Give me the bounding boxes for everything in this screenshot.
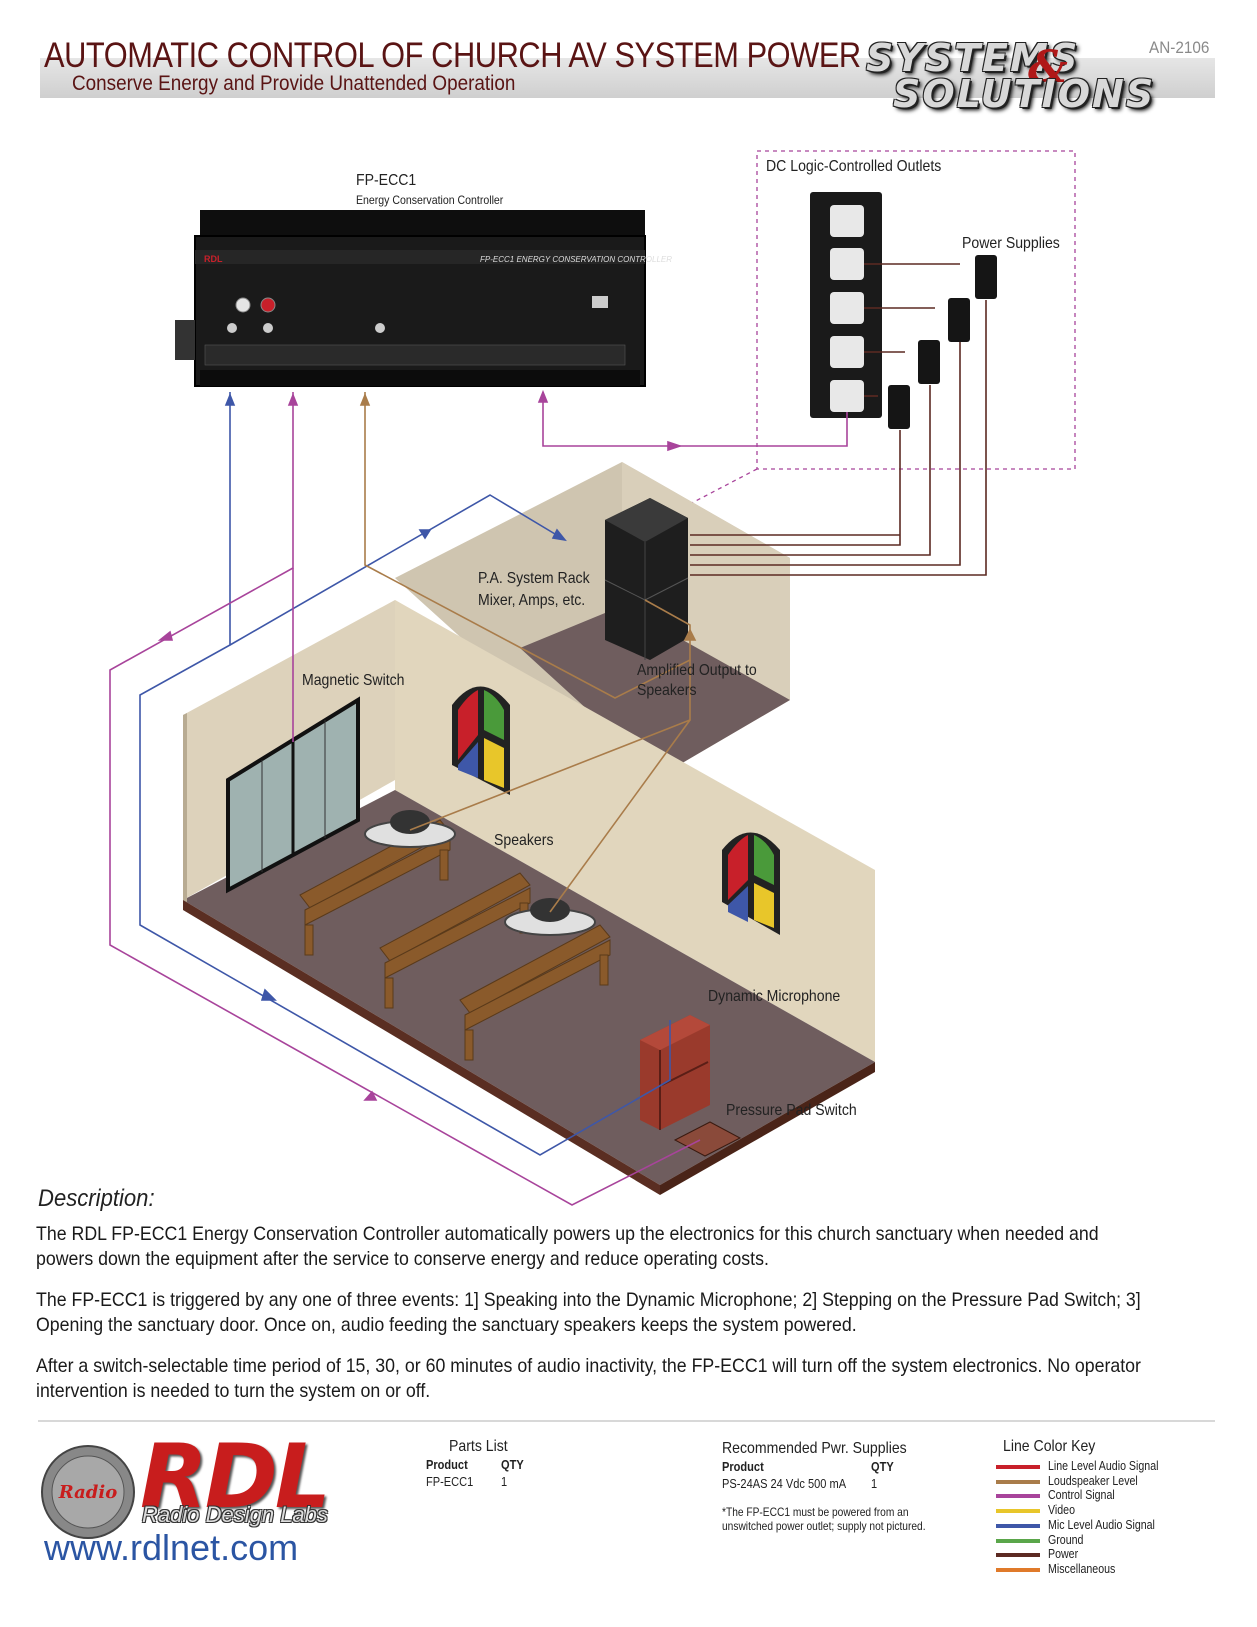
systems-solutions-logo-line1: SYSTEMS: [866, 36, 1080, 80]
description-heading: Description:: [38, 1185, 155, 1212]
speakers-label: Speakers: [494, 832, 554, 849]
line-color-swatch: [996, 1509, 1040, 1514]
line-color-swatch: [996, 1523, 1040, 1528]
parts-list-row-qty: 1: [501, 1474, 508, 1489]
power-supplies-col-product: Product: [722, 1459, 764, 1474]
power-supplies-note-line1: *The FP-ECC1 must be powered from an: [722, 1505, 909, 1519]
ceiling-speaker-2: [504, 898, 596, 936]
parts-list-heading: Parts List: [449, 1438, 508, 1455]
systems-solutions-logo-line2: SOLUTIONS: [893, 72, 1156, 116]
radio-design-labs-seal-icon: Radio: [41, 1445, 135, 1539]
power-supplies-heading: Recommended Pwr. Supplies: [722, 1440, 907, 1457]
rdl-logo-subtitle: Radio Design Labs: [142, 1502, 328, 1527]
power-wiring: [690, 263, 987, 576]
line-color-swatch: [996, 1494, 1040, 1499]
power-supplies-col-qty: QTY: [871, 1459, 894, 1474]
page-title: AUTOMATIC CONTROL OF CHURCH AV SYSTEM PO…: [44, 36, 861, 75]
parts-list-row-product: FP-ECC1: [426, 1474, 474, 1489]
power-supplies-label: Power Supplies: [962, 235, 1060, 252]
ceiling-speaker-1: [364, 810, 456, 848]
line-color-label: Power: [1048, 1547, 1079, 1562]
line-color-swatch: [996, 1479, 1040, 1484]
power-supplies-note-line2: unswitched power outlet; supply not pict…: [722, 1519, 926, 1533]
line-color-swatch: [996, 1553, 1040, 1558]
rack-label-line1: P.A. System Rack: [478, 570, 590, 587]
rack-label-line2: Mixer, Amps, etc.: [478, 592, 586, 609]
line-color-swatch: [996, 1567, 1040, 1572]
line-color-label: Video: [1048, 1503, 1075, 1518]
description-paragraph-2: The FP-ECC1 is triggered by any one of t…: [36, 1289, 1141, 1336]
line-color-label: Line Level Audio Signal: [1048, 1459, 1159, 1473]
pressure-pad: [673, 1121, 742, 1157]
line-color-label: Ground: [1048, 1532, 1084, 1547]
line-color-swatch: [996, 1465, 1040, 1469]
magnetic-switch-label: Magnetic Switch: [302, 672, 405, 689]
controller-name-label: Energy Conservation Controller: [356, 193, 504, 207]
control-signal-wiring: [109, 392, 701, 1206]
line-color-key-heading: Line Color Key: [1003, 1438, 1096, 1455]
controller-faceplate-text: FP-ECC1 ENERGY CONSERVATION CONTROLLER: [480, 255, 672, 264]
description-paragraph-1: The RDL FP-ECC1 Energy Conservation Cont…: [36, 1223, 1099, 1270]
power-supplies-row-qty: 1: [871, 1476, 878, 1491]
line-color-label: Miscellaneous: [1048, 1561, 1116, 1576]
loudspeaker-level-wiring: [359, 392, 697, 913]
outlets-label: DC Logic-Controlled Outlets: [766, 158, 942, 175]
line-color-label: Mic Level Audio Signal: [1048, 1517, 1155, 1532]
footer-divider: [38, 1420, 1215, 1422]
title-band: [40, 58, 1215, 98]
stained-glass-window-2: [722, 832, 780, 935]
controller-brand-text: RDL: [204, 254, 223, 264]
parts-list-col-qty: QTY: [501, 1457, 524, 1472]
sanctuary-doors: [226, 696, 360, 894]
pa-system-rack: [604, 498, 689, 660]
power-supply-units: [888, 255, 997, 429]
description-paragraph-3: After a switch-selectable time period of…: [36, 1355, 1141, 1402]
amp-output-label-line1: Amplified Output to: [637, 662, 757, 679]
website-link[interactable]: www.rdlnet.com: [44, 1527, 299, 1568]
amp-output-label-line2: Speakers: [637, 682, 697, 699]
document-number: AN-2106: [1149, 38, 1210, 57]
control-signal-to-outlets: [537, 389, 848, 452]
line-color-label: Loudspeaker Level: [1048, 1473, 1138, 1488]
mic-level-signal-wiring: [139, 392, 671, 1156]
rdl-logo: RDL: [140, 1425, 331, 1528]
page-subtitle: Conserve Energy and Provide Unattended O…: [72, 72, 516, 95]
line-color-swatch: [996, 1538, 1040, 1543]
pews: [299, 819, 611, 1061]
lectern: [640, 1015, 710, 1130]
systems-solutions-logo-ampersand: &: [1028, 42, 1068, 93]
power-supplies-row-product: PS-24AS 24 Vdc 500 mA: [722, 1476, 847, 1491]
dynamic-microphone-label: Dynamic Microphone: [708, 988, 841, 1005]
fp-ecc1-controller: FP-ECC1 ENERGY CONSERVATION CONTROLLER R…: [175, 210, 672, 387]
parts-list-col-product: Product: [426, 1457, 468, 1472]
dc-logic-outlet-strip: [810, 192, 882, 418]
pressure-pad-switch-label: Pressure Pad Switch: [726, 1102, 857, 1119]
stained-glass-window-1: [452, 686, 510, 795]
outlet-enclosure: [639, 150, 1076, 531]
svg-text:Radio: Radio: [58, 1482, 117, 1503]
controller-model-label: FP-ECC1: [356, 172, 417, 189]
line-color-label: Control Signal: [1048, 1488, 1115, 1503]
